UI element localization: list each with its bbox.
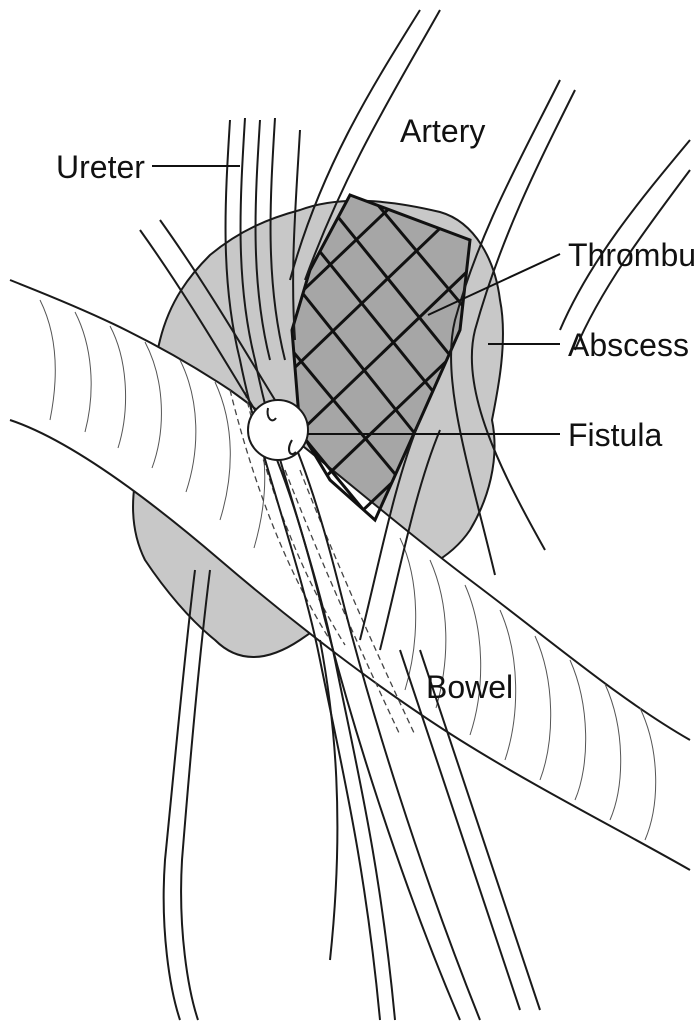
right-vessels xyxy=(449,79,691,576)
label-ureter: Ureter xyxy=(56,149,145,185)
bowel-tube xyxy=(10,280,690,870)
thrombus-leader xyxy=(427,253,561,316)
label-thrombus: Thrombu xyxy=(568,237,696,273)
artery-walls xyxy=(289,9,441,651)
label-artery: Artery xyxy=(400,113,485,149)
bowel-lower-edge xyxy=(9,419,691,871)
thrombus-region xyxy=(292,195,470,520)
leader-lines xyxy=(152,165,561,435)
label-bowel: Bowel xyxy=(426,669,513,705)
label-fistula: Fistula xyxy=(568,417,662,453)
lower-crossing-vessels xyxy=(139,219,541,1021)
label-abscess: Abscess xyxy=(568,327,689,363)
bowel-upper-edge xyxy=(9,279,691,741)
bowel-folds xyxy=(39,299,657,841)
fistula-marker xyxy=(247,399,309,461)
